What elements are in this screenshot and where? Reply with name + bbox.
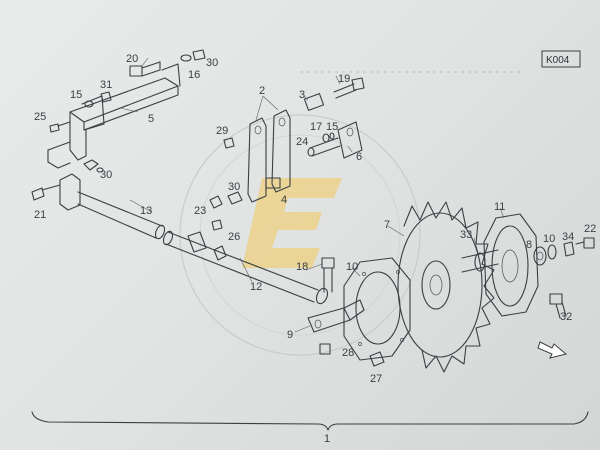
callout-30-top: 30 <box>206 57 218 69</box>
diagram-code: K004 <box>546 55 570 66</box>
part-31-nut <box>100 91 112 103</box>
callout-13: 13 <box>140 205 152 217</box>
callout-27: 27 <box>370 373 382 385</box>
part-3-sleeve <box>303 93 325 111</box>
part-30-washer-nut-lower <box>227 191 243 205</box>
callout-10-small: 10 <box>543 233 555 245</box>
callout-numbers: 2 3 4 5 6 7 8 9 10 11 12 13 15 15 16 17 … <box>34 53 596 445</box>
callout-31: 31 <box>100 79 112 91</box>
callout-30-lower: 30 <box>228 181 240 193</box>
callout-2: 2 <box>259 85 265 97</box>
part-5-upper-bracket <box>47 63 181 169</box>
callout-9: 9 <box>287 329 293 341</box>
part-18-bolt <box>321 257 335 293</box>
callout-19: 19 <box>338 73 350 85</box>
part-29-nut <box>223 137 235 149</box>
part-23-nut <box>209 195 223 209</box>
callout-21: 21 <box>34 209 46 221</box>
part-7-sprocket-wheel <box>397 201 495 373</box>
direction-arrow <box>537 341 568 359</box>
callout-1: 1 <box>324 433 330 445</box>
callout-28: 28 <box>342 347 354 359</box>
callout-30-mid: 30 <box>100 169 112 181</box>
callout-20: 20 <box>126 53 138 65</box>
diagram-code-box <box>541 50 581 68</box>
callout-4: 4 <box>281 194 287 206</box>
part-25-bolt <box>49 121 71 133</box>
part-33-hub <box>461 249 499 273</box>
part-30-washer-nut-mid <box>83 159 104 173</box>
callout-15-mid: 15 <box>326 121 338 133</box>
assembly-brace-line <box>31 411 589 431</box>
leader-lines <box>119 57 505 333</box>
callout-24: 24 <box>296 136 308 148</box>
part-32-bolt <box>549 293 567 319</box>
callout-26: 26 <box>228 231 240 243</box>
part-30-washer-nut-top <box>180 49 206 62</box>
part-22-bolt <box>575 237 595 249</box>
callout-15-top: 15 <box>70 89 82 101</box>
part-21-bolt <box>31 184 61 201</box>
callout-7: 7 <box>384 219 390 231</box>
callout-33: 33 <box>460 229 472 241</box>
part-6-plate <box>337 121 363 159</box>
callout-29: 29 <box>216 125 228 137</box>
part-15-washer <box>84 100 94 108</box>
callout-17: 17 <box>310 121 322 133</box>
callout-11: 11 <box>494 201 505 213</box>
callout-12: 12 <box>250 281 262 293</box>
callout-34: 34 <box>562 231 574 243</box>
part-34-nut <box>563 241 575 257</box>
part-12-tube <box>162 230 329 305</box>
watermark-logo <box>179 114 421 356</box>
callout-18: 18 <box>296 261 308 273</box>
part-26-nut <box>211 219 223 231</box>
part-9-arm <box>307 299 365 333</box>
callout-22: 22 <box>584 223 596 235</box>
part-24-bolt <box>307 137 341 157</box>
part-27-nut <box>369 351 385 367</box>
part-20-bolt <box>129 61 161 77</box>
part-19-bolt <box>333 77 365 99</box>
callout-3: 3 <box>299 89 305 101</box>
callout-5: 5 <box>148 113 154 125</box>
part-2-4-bracket-pair <box>247 109 291 203</box>
callout-25: 25 <box>34 111 46 123</box>
part-13-tube <box>59 173 166 240</box>
callout-23: 23 <box>194 205 206 217</box>
callout-16: 16 <box>188 69 200 81</box>
part-8-bearing <box>533 246 547 266</box>
part-28-nut <box>319 343 331 355</box>
part-10-washer-small <box>547 244 557 260</box>
part-17-15-washers <box>322 132 335 143</box>
callout-10: 10 <box>346 261 358 273</box>
callout-32: 32 <box>560 311 572 323</box>
callout-8: 8 <box>526 239 532 251</box>
callout-6: 6 <box>356 151 362 163</box>
